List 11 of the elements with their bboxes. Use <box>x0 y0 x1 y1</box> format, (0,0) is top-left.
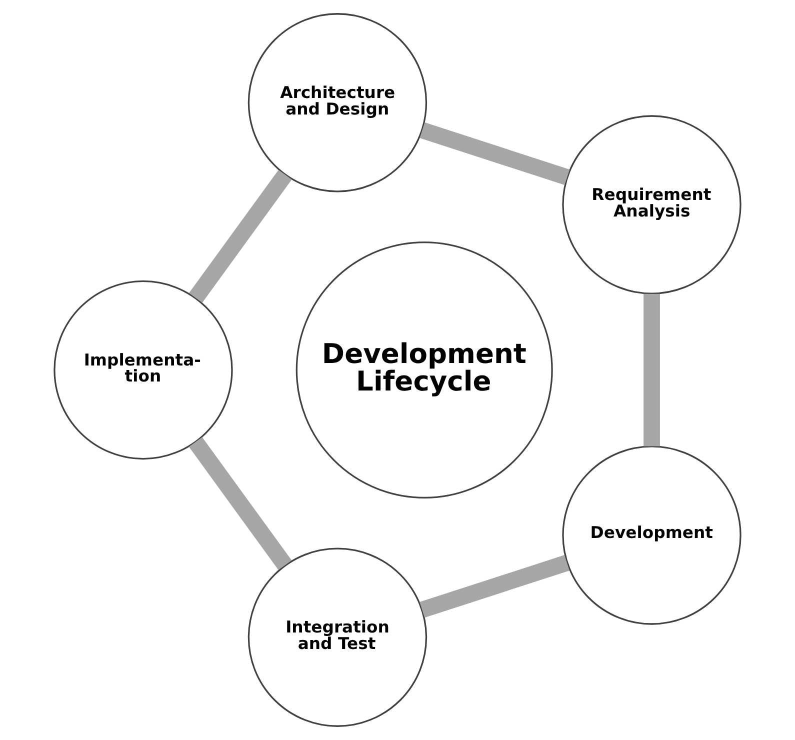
connector <box>420 122 570 186</box>
node-circle: Development <box>562 446 742 625</box>
node-circle: Implementa- tion <box>54 280 233 460</box>
connector <box>644 294 660 446</box>
connector <box>188 437 292 570</box>
connector <box>420 554 570 618</box>
node-circle: Integration and Test <box>248 548 428 727</box>
connector <box>189 170 292 303</box>
node-circle: Architecture and Design <box>248 13 428 192</box>
node-circle: Requirement Analysis <box>562 115 742 294</box>
node-circle: Development Lifecycle <box>296 241 553 499</box>
